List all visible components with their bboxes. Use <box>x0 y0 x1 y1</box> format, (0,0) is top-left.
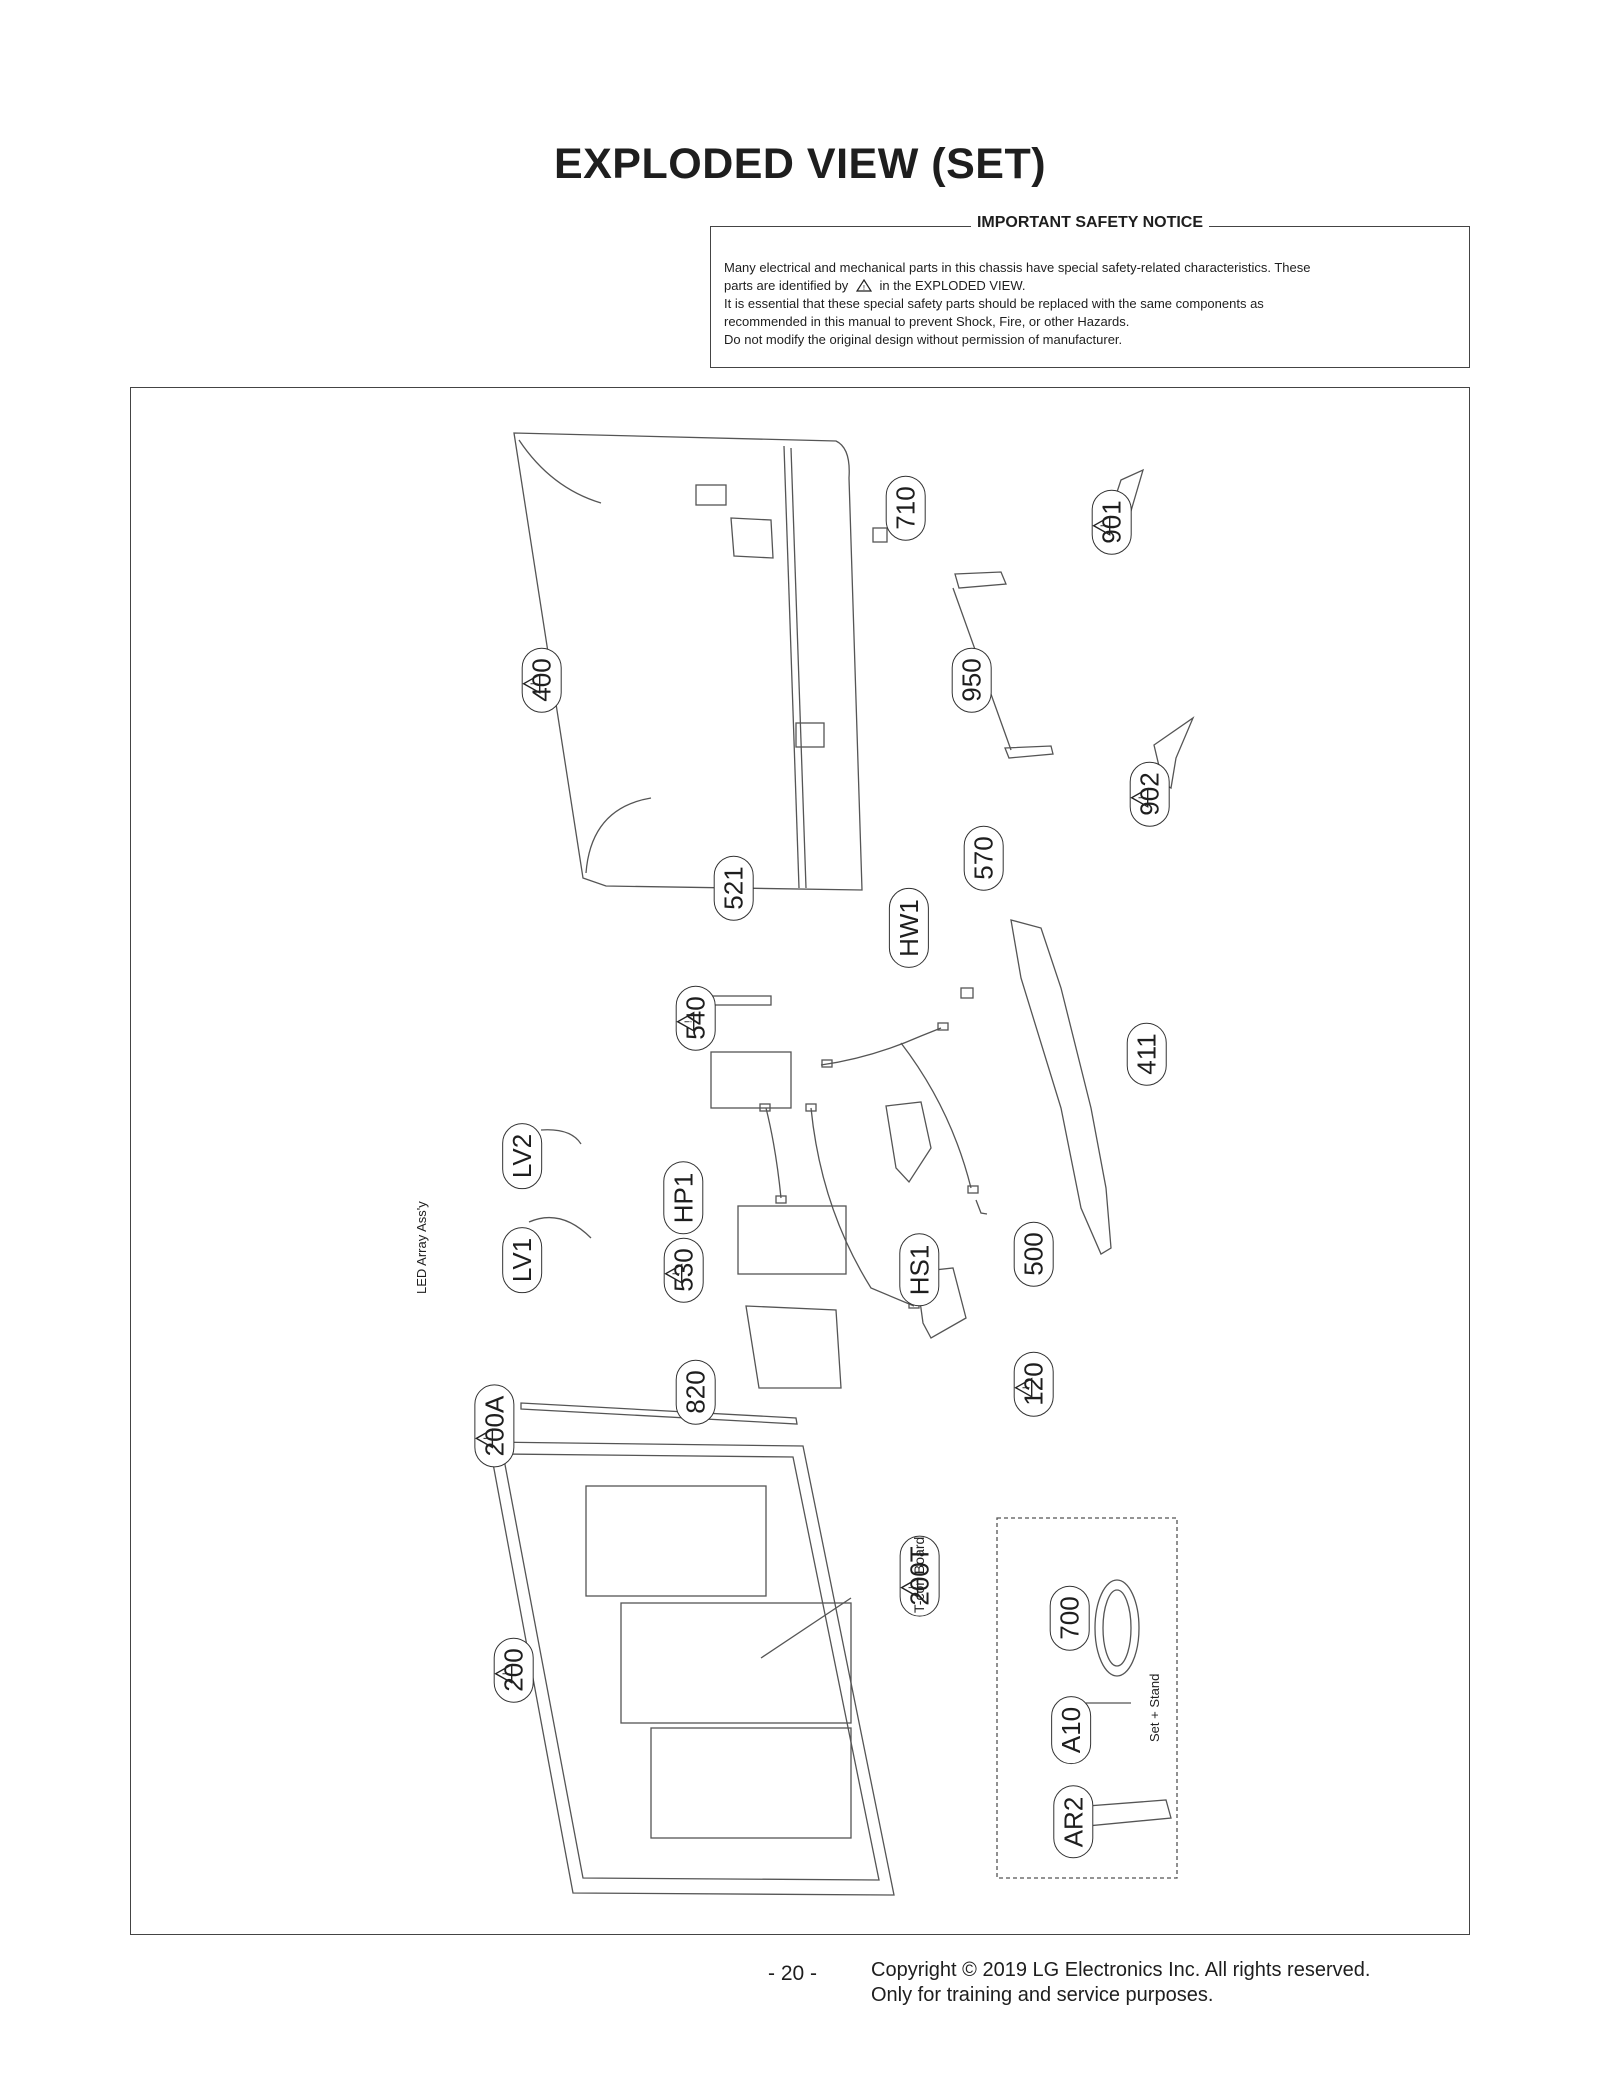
part-callout: 700 <box>1049 1585 1090 1651</box>
stand-950-drawing <box>954 571 1007 589</box>
part-callout: 902! <box>1129 761 1170 827</box>
part-callout: 570 <box>963 825 1004 891</box>
part-number-label: A10 <box>1051 1695 1092 1765</box>
part-callout: AR2 <box>1053 1785 1094 1859</box>
warning-triangle-icon: ! <box>900 1577 919 1598</box>
notice-line: parts are identified by <box>724 278 849 293</box>
bottom-cover-drawing <box>1010 919 1112 1255</box>
part-number-label: 710 <box>885 475 926 541</box>
tcon-board-label: T-con Board <box>911 1536 927 1613</box>
speaker-upper-drawing <box>885 1101 932 1184</box>
part-number-label: HW1 <box>888 888 929 968</box>
page-title: EXPLODED VIEW (SET) <box>553 140 1047 188</box>
part-callout: 950 <box>951 647 992 713</box>
part-number-label: 411 <box>1126 1022 1167 1086</box>
part-callout: 200! <box>493 1637 534 1703</box>
svg-text:!: ! <box>684 1020 695 1023</box>
speaker-lower-drawing <box>915 1267 967 1339</box>
part-number-label: 570 <box>963 825 1004 891</box>
svg-text:!: ! <box>672 1272 683 1275</box>
exploded-view-svg <box>488 432 1195 1896</box>
board-540-drawing <box>710 1051 792 1109</box>
safety-notice-text: Many electrical and mechanical parts in … <box>724 259 1456 349</box>
warning-triangle-icon: ! <box>1092 515 1111 536</box>
notice-line: in the EXPLODED VIEW. <box>879 278 1026 293</box>
part-callout: LV2 <box>502 1122 543 1190</box>
svg-text:!: ! <box>530 682 541 685</box>
panel-200-drawing <box>488 1441 895 1896</box>
svg-text:!: ! <box>863 285 865 292</box>
sheet-820-drawing <box>745 1305 842 1389</box>
svg-text:!: ! <box>1100 524 1111 527</box>
accessories-box <box>996 1517 1178 1879</box>
back-cover-drawing <box>513 432 863 891</box>
set-stand-label: Set + Stand <box>1147 1673 1162 1742</box>
part-callout: 200T! <box>899 1535 940 1617</box>
part-number-label: HS1 <box>899 1233 940 1307</box>
part-callout: LV1 <box>502 1226 543 1294</box>
led-array-drawing <box>520 1402 798 1425</box>
warning-triangle-icon: ! <box>474 1428 493 1449</box>
warning-triangle-icon: ! <box>855 278 873 292</box>
part-callout: HW1 <box>888 888 929 968</box>
copyright-block: Copyright © 2019 LG Electronics Inc. All… <box>871 1958 1370 2008</box>
part-callout: 400! <box>521 647 562 713</box>
warning-triangle-icon: ! <box>522 673 541 694</box>
svg-text:!: ! <box>908 1586 919 1589</box>
part-number-label: HP1 <box>663 1161 704 1235</box>
power-board-530-drawing <box>737 1205 847 1275</box>
part-callout: A10 <box>1051 1695 1092 1765</box>
svg-text:!: ! <box>502 1672 513 1675</box>
notice-line: Many electrical and mechanical parts in … <box>724 260 1311 275</box>
notice-line: recommended in this manual to prevent Sh… <box>724 314 1130 329</box>
part-number-label: 700 <box>1049 1585 1090 1651</box>
part-callout: 820 <box>675 1359 716 1425</box>
part-number-label: 500 <box>1013 1221 1054 1287</box>
warning-triangle-icon: ! <box>494 1663 513 1684</box>
svg-text:!: ! <box>482 1437 493 1440</box>
part-callout: 530! <box>663 1237 704 1303</box>
copyright-line: Copyright © 2019 LG Electronics Inc. All… <box>871 1959 1371 1981</box>
notice-line: Do not modify the original design withou… <box>724 332 1123 347</box>
notice-line: It is essential that these special safet… <box>724 296 1264 311</box>
part-number-label: LV1 <box>502 1226 543 1294</box>
svg-text:!: ! <box>1138 796 1149 799</box>
part-callout: 901! <box>1091 489 1132 555</box>
svg-text:!: ! <box>1022 1386 1033 1389</box>
part-number-label: AR2 <box>1053 1785 1094 1859</box>
safety-notice-box: IMPORTANT SAFETY NOTICE Many electrical … <box>710 214 1470 368</box>
part-callout: 200A! <box>474 1384 515 1468</box>
page-number: - 20 - <box>768 1962 818 1985</box>
part-callout: 710 <box>885 475 926 541</box>
warning-triangle-icon: ! <box>1014 1377 1033 1398</box>
part-callout: 411 <box>1126 1022 1167 1086</box>
part-callout: 540! <box>675 985 716 1051</box>
part-number-label: 200A <box>474 1384 515 1468</box>
part-callout: 500 <box>1013 1221 1054 1287</box>
safety-notice-heading: IMPORTANT SAFETY NOTICE <box>970 214 1210 231</box>
part-number-label: 950 <box>951 647 992 713</box>
warning-triangle-icon: ! <box>676 1011 695 1032</box>
warning-triangle-icon: ! <box>664 1263 683 1284</box>
warning-triangle-icon: ! <box>1130 787 1149 808</box>
part-callout: 120! <box>1013 1351 1054 1417</box>
part-callout: HS1 <box>899 1233 940 1307</box>
part-number-label: LV2 <box>502 1122 543 1190</box>
led-array-label: LED Array Ass'y <box>414 1201 429 1294</box>
part-number-label: 521 <box>713 855 754 921</box>
copyright-line: Only for training and service purposes. <box>871 1984 1214 2006</box>
part-number-label: 820 <box>675 1359 716 1425</box>
part-callout: 521 <box>713 855 754 921</box>
part-callout: HP1 <box>663 1161 704 1235</box>
